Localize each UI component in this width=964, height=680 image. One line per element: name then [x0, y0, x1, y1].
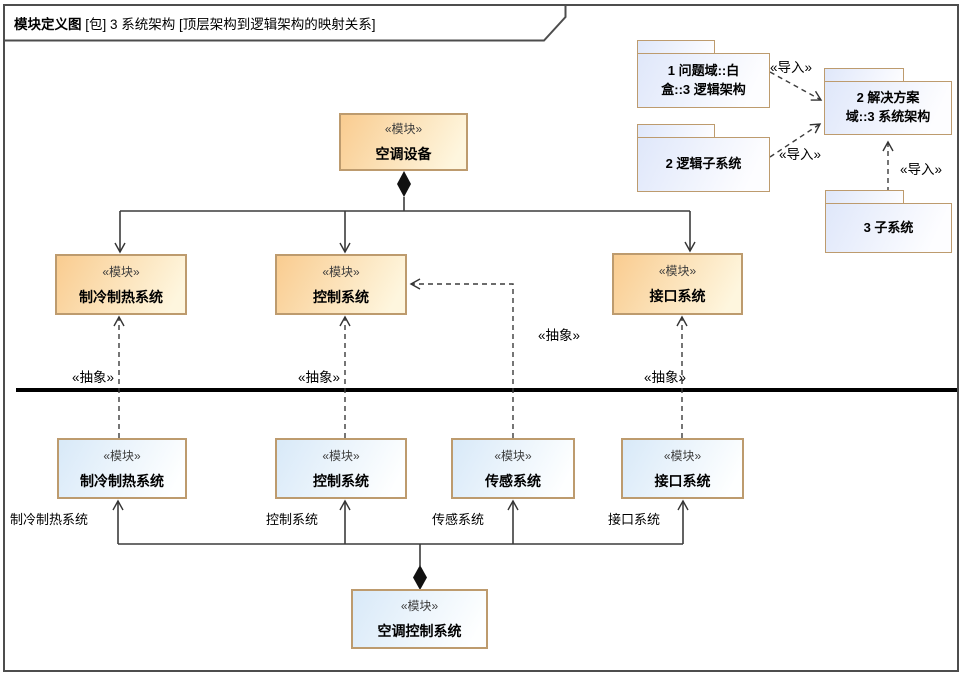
abstract-label-2: «抽象»: [298, 370, 341, 385]
block-air-conditioning-control-system[interactable]: «模块» 空调控制系统: [351, 589, 488, 649]
block-name: 制冷制热系统: [80, 472, 164, 489]
block-name: 空调设备: [375, 146, 432, 162]
block-name: 控制系统: [313, 472, 369, 489]
composition-diamond-bottom: [413, 565, 427, 590]
block-control-system-bottom[interactable]: «模块» 控制系统: [275, 438, 407, 499]
diagram-title: 模块定义图 [包] 3 系统架构 [顶层架构到逻辑架构的映射关系]: [14, 13, 376, 33]
package-problem-domain-logical-architecture[interactable]: 1 问题域::白 盒::3 逻辑架构: [637, 40, 770, 108]
role-label-cooling-heating: 制冷制热系统: [10, 512, 89, 527]
role-label-control: 控制系统: [266, 512, 319, 527]
package-name: 3 子系统: [825, 203, 952, 253]
block-stereotype: «模块»: [103, 448, 141, 463]
package-tab: [825, 190, 904, 203]
composition-diamond-top: [397, 171, 411, 197]
block-interface-system-top[interactable]: «模块» 接口系统: [612, 253, 743, 315]
block-name: 接口系统: [649, 288, 706, 304]
frame-title-tab: [4, 5, 567, 42]
block-interface-system-bottom[interactable]: «模块» 接口系统: [621, 438, 744, 499]
package-logical-subsystems[interactable]: 2 逻辑子系统: [637, 124, 770, 192]
package-solution-domain-system-architecture[interactable]: 2 解决方案 域::3 系统架构: [824, 68, 952, 135]
block-name: 传感系统: [485, 472, 541, 489]
block-stereotype: «模块»: [494, 448, 532, 463]
block-stereotype: «模块»: [663, 448, 702, 463]
package-subsystems[interactable]: 3 子系统: [825, 190, 952, 253]
block-stereotype: «模块»: [384, 122, 423, 136]
block-stereotype: «模块»: [102, 264, 140, 279]
block-air-conditioning-equipment[interactable]: «模块» 空调设备: [339, 113, 468, 171]
import-label-1: «导入»: [770, 60, 813, 75]
block-stereotype: «模块»: [322, 448, 360, 463]
block-name: 空调控制系统: [377, 623, 462, 639]
import-label-3: «导入»: [900, 162, 943, 177]
package-name: 2 解决方案 域::3 系统架构: [824, 81, 952, 135]
package-name: 1 问题域::白 盒::3 逻辑架构: [637, 53, 770, 108]
block-control-system-top[interactable]: «模块» 控制系统: [275, 254, 407, 315]
abstract-label-3: «抽象»: [538, 328, 581, 343]
package-tab: [637, 124, 715, 137]
block-cooling-heating-system-top[interactable]: «模块» 制冷制热系统: [55, 254, 187, 315]
role-label-interface: 接口系统: [608, 512, 661, 527]
block-stereotype: «模块»: [658, 264, 697, 278]
package-tab: [824, 68, 904, 81]
diagram-title-kind: 模块定义图: [14, 17, 82, 32]
block-name: 接口系统: [654, 472, 711, 489]
abstraction-arrows: [113, 278, 688, 438]
block-stereotype: «模块»: [322, 264, 360, 279]
frame-border: [3, 4, 959, 672]
package-name: 2 逻辑子系统: [637, 137, 770, 192]
composition-tree-top: [114, 171, 696, 254]
block-name: 控制系统: [313, 288, 369, 305]
block-stereotype: «模块»: [400, 599, 439, 613]
block-cooling-heating-system-bottom[interactable]: «模块» 制冷制热系统: [57, 438, 187, 499]
composition-tree-bottom: [112, 499, 689, 590]
abstract-label-4: «抽象»: [644, 370, 687, 385]
package-tab: [637, 40, 715, 53]
role-label-sensor: 传感系统: [432, 512, 485, 527]
block-name: 制冷制热系统: [79, 288, 163, 305]
abstract-label-1: «抽象»: [72, 370, 115, 385]
import-label-2: «导入»: [779, 147, 822, 162]
block-sensor-system-bottom[interactable]: «模块» 传感系统: [451, 438, 575, 499]
diagram-title-detail: [包] 3 系统架构 [顶层架构到逻辑架构的映射关系]: [81, 17, 376, 32]
